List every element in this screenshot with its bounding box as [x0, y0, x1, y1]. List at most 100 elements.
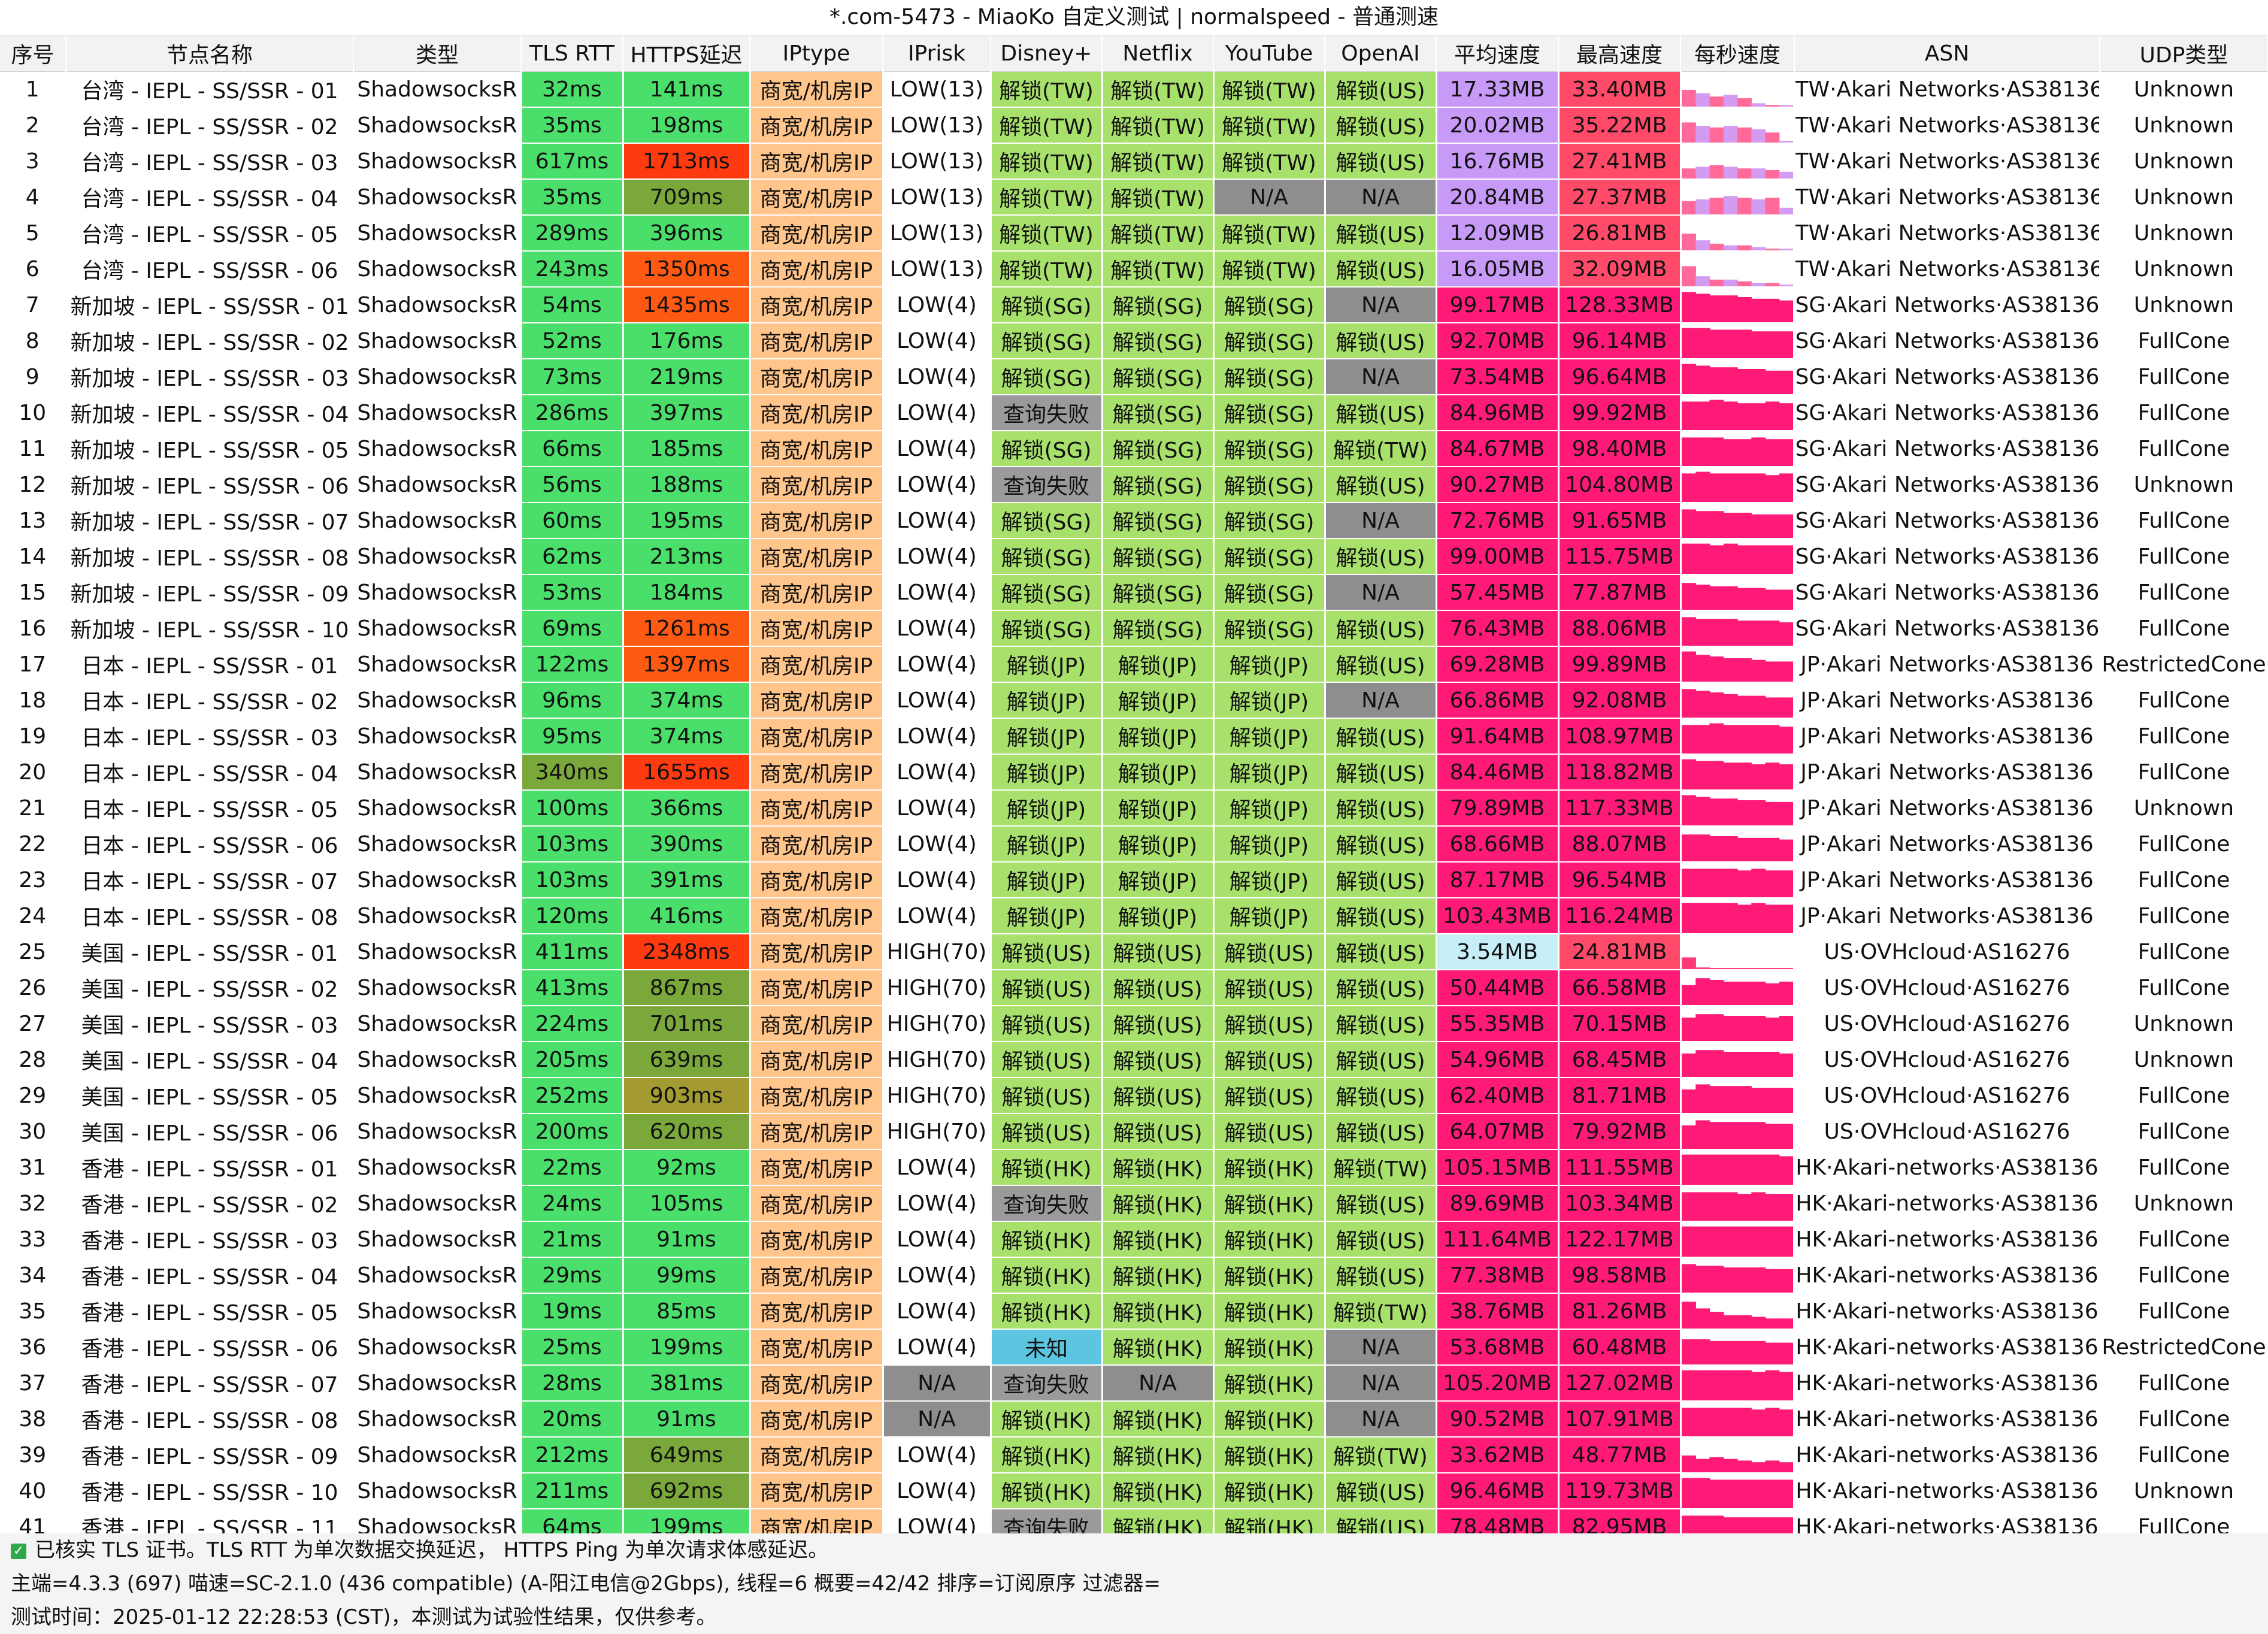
- col-header-netflix[interactable]: Netflix: [1102, 35, 1214, 72]
- col-header-iprisk[interactable]: IPrisk: [883, 35, 991, 72]
- col-header-asn[interactable]: ASN: [1794, 35, 2100, 72]
- openai-status-cell: 解锁(US): [1325, 1221, 1437, 1258]
- node-type-cell: ShadowsocksR: [353, 754, 522, 791]
- col-header-index[interactable]: 序号: [0, 35, 66, 72]
- row-index-cell: 34: [0, 1257, 67, 1294]
- speed-bar: [1695, 903, 1710, 933]
- per-second-speed-cell: [1680, 107, 1795, 144]
- disney-status-cell: 解锁(SG): [991, 503, 1103, 539]
- node-type-cell: ShadowsocksR: [353, 538, 522, 575]
- youtube-status-cell: 解锁(TW): [1213, 251, 1326, 288]
- speed-bar: [1751, 903, 1766, 933]
- col-header-node-name[interactable]: 节点名称: [66, 35, 354, 72]
- speed-bar: [1737, 588, 1752, 609]
- col-header-udp-type[interactable]: UDP类型: [2100, 35, 2268, 72]
- udp-type-cell: FullCone: [2100, 431, 2268, 467]
- speed-bar: [1695, 1120, 1710, 1148]
- col-header-type[interactable]: 类型: [353, 35, 522, 72]
- col-header-tls-rtt[interactable]: TLS RTT: [521, 35, 623, 72]
- col-header-https-latency[interactable]: HTTPS延迟: [623, 35, 750, 72]
- speed-bar: [1779, 727, 1792, 753]
- iptype-cell: 商宽/机房IP: [750, 1365, 884, 1402]
- speed-bar: [1723, 1226, 1738, 1256]
- speed-bar: [1695, 869, 1710, 897]
- https-latency-cell: 198ms: [623, 107, 751, 144]
- avg-speed-cell: 72.76MB: [1436, 503, 1560, 539]
- speed-bar: [1681, 543, 1696, 573]
- row-index-cell: 1: [0, 71, 67, 108]
- col-header-openai[interactable]: OpenAI: [1325, 35, 1437, 72]
- https-latency-cell: 213ms: [623, 538, 751, 575]
- speed-bar: [1723, 798, 1738, 825]
- speed-bar: [1681, 689, 1696, 717]
- udp-type-cell: FullCone: [2100, 1293, 2268, 1330]
- col-header-youtube[interactable]: YouTube: [1213, 35, 1325, 72]
- col-header-iptype[interactable]: IPtype: [750, 35, 883, 72]
- node-type-cell: ShadowsocksR: [353, 251, 522, 288]
- row-index-cell: 2: [0, 107, 67, 144]
- udp-type-cell: Unknown: [2100, 71, 2268, 108]
- disney-status-cell: 解锁(US): [991, 970, 1103, 1006]
- tls-rtt-cell: 340ms: [521, 754, 624, 791]
- col-header-avg-speed[interactable]: 平均速度: [1436, 35, 1559, 72]
- https-latency-cell: 188ms: [623, 467, 751, 503]
- avg-speed-cell: 111.64MB: [1436, 1221, 1560, 1258]
- speed-bar: [1737, 1267, 1752, 1292]
- speed-bar: [1709, 1408, 1724, 1436]
- speed-bar: [1709, 1457, 1724, 1472]
- per-second-speed-cell: [1680, 1437, 1795, 1473]
- col-header-per-second-speed[interactable]: 每秒速度: [1680, 35, 1795, 72]
- youtube-status-cell: 解锁(US): [1213, 1113, 1326, 1150]
- max-speed-cell: 104.80MB: [1558, 467, 1682, 503]
- speed-sparkline: [1681, 1339, 1792, 1364]
- speed-sparkline: [1681, 165, 1792, 178]
- max-speed-cell: 96.64MB: [1558, 359, 1682, 395]
- openai-status-cell: N/A: [1325, 682, 1437, 719]
- col-header-max-speed[interactable]: 最高速度: [1558, 35, 1681, 72]
- col-header-disney[interactable]: Disney+: [991, 35, 1103, 72]
- speed-bar: [1765, 1408, 1779, 1436]
- per-second-speed-cell: [1680, 610, 1795, 647]
- avg-speed-cell: 33.62MB: [1436, 1437, 1560, 1473]
